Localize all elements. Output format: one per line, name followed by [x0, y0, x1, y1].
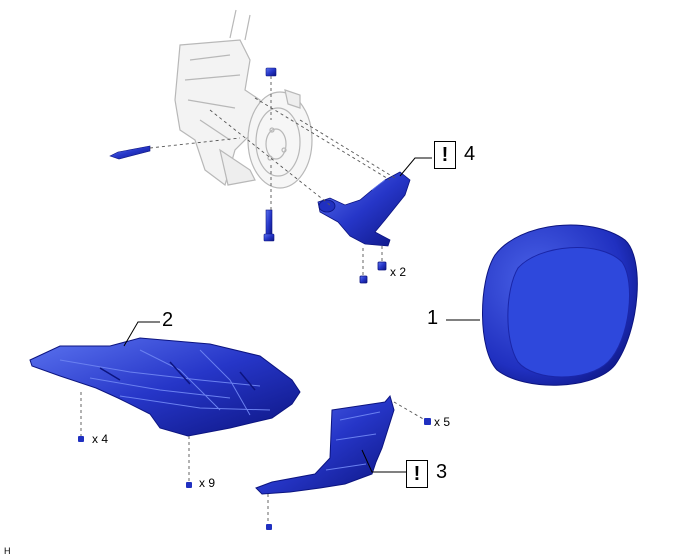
caution-icon: ! [406, 460, 428, 488]
part-number-1: 1 [427, 307, 439, 329]
lower-arm-part [317, 171, 411, 284]
quantity-cover-rear: x 9 [199, 476, 216, 490]
caution-icon: ! [434, 141, 456, 169]
part-number-4: 4 [464, 143, 476, 165]
label-leaders [123, 157, 480, 473]
quantity-cover-front: x 4 [92, 432, 109, 446]
steering-knuckle-assembly [174, 9, 313, 189]
installation-dashed-lines [80, 76, 426, 524]
knuckle-bolts [109, 67, 277, 242]
part-number-2: 2 [162, 309, 174, 331]
quantity-arm-nuts: x 2 [390, 265, 407, 279]
engine-under-cover-part [29, 337, 301, 488]
part-number-3: 3 [436, 461, 448, 483]
illustration-code: H [4, 546, 11, 556]
side-cover-part [255, 394, 431, 530]
quantity-side-cover: x 5 [434, 415, 451, 429]
tire-part [482, 224, 638, 386]
